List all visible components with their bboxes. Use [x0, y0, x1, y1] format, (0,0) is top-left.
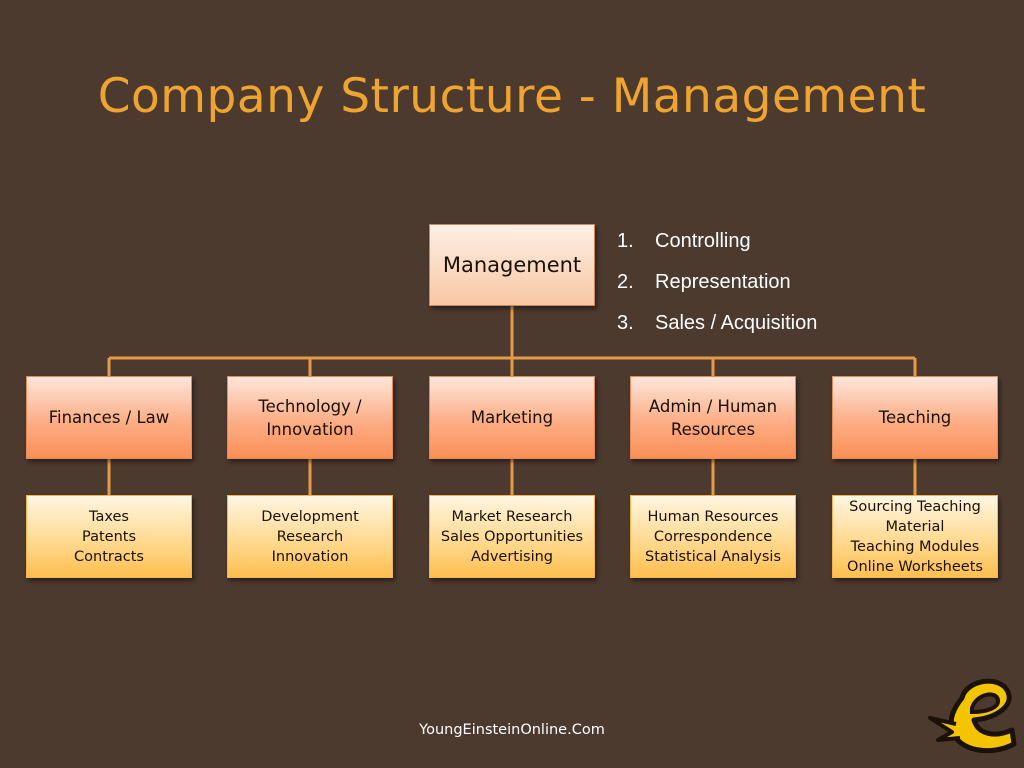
subtask-item: Innovation	[271, 548, 349, 565]
task-number: 2.	[617, 271, 634, 293]
management-tasks-list: 1. Controlling 2. Representation 3. Sale…	[617, 226, 817, 349]
task-text: Controlling	[655, 230, 751, 252]
subtask-item: Human Resources	[647, 508, 779, 525]
slide-title: Company Structure - Management	[97, 69, 927, 124]
subtasks-box-admin: Human Resources Correspondence Statistic…	[630, 495, 796, 578]
department-label: Admin / Human Resources	[648, 396, 778, 439]
subtask-item: Market Research	[451, 508, 573, 525]
subtasks-box-technology: Development Research Innovation	[227, 495, 393, 578]
department-box-technology: Technology / Innovation	[227, 376, 393, 459]
subtask-item: Contracts	[74, 548, 144, 565]
subtask-item: Taxes	[89, 508, 129, 525]
department-box-finances: Finances / Law	[26, 376, 192, 459]
department-box-admin: Admin / Human Resources	[630, 376, 796, 459]
e-logo-icon	[928, 678, 1017, 754]
subtask-item: Research	[276, 528, 344, 545]
management-box: Management	[429, 224, 595, 306]
subtask-item: Correspondence	[653, 528, 773, 545]
subtasks-box-marketing: Market Research Sales Opportunities Adve…	[429, 495, 595, 578]
department-box-teaching: Teaching	[832, 376, 998, 459]
subtasks-box-finances: Taxes Patents Contracts	[26, 495, 192, 578]
task-item: 1. Controlling	[617, 226, 817, 267]
subtask-item: Teaching Modules	[850, 538, 980, 555]
management-label: Management	[442, 253, 582, 277]
department-label: Marketing	[470, 408, 554, 427]
subtask-item: Sales Opportunities	[440, 528, 584, 545]
task-text: Sales / Acquisition	[655, 312, 818, 334]
subtask-item: Statistical Analysis	[645, 548, 781, 565]
footer-website: YoungEinsteinOnline.Com	[419, 722, 605, 738]
task-item: 3. Sales / Acquisition	[617, 308, 817, 349]
department-label: Technology / Innovation	[258, 396, 362, 439]
subtasks-box-teaching: Sourcing Teaching Material Teaching Modu…	[832, 495, 998, 578]
task-text: Representation	[655, 271, 791, 293]
subtask-item: Sourcing Teaching Material	[849, 498, 981, 535]
subtask-item: Patents	[81, 528, 136, 545]
department-label: Teaching	[878, 408, 952, 427]
subtask-item: Online Worksheets	[847, 558, 983, 575]
department-label: Finances / Law	[48, 408, 170, 427]
task-number: 3.	[617, 312, 634, 334]
task-item: 2. Representation	[617, 267, 817, 308]
subtask-item: Advertising	[470, 548, 553, 565]
task-number: 1.	[617, 230, 634, 252]
department-box-marketing: Marketing	[429, 376, 595, 459]
subtask-item: Development	[261, 508, 359, 525]
